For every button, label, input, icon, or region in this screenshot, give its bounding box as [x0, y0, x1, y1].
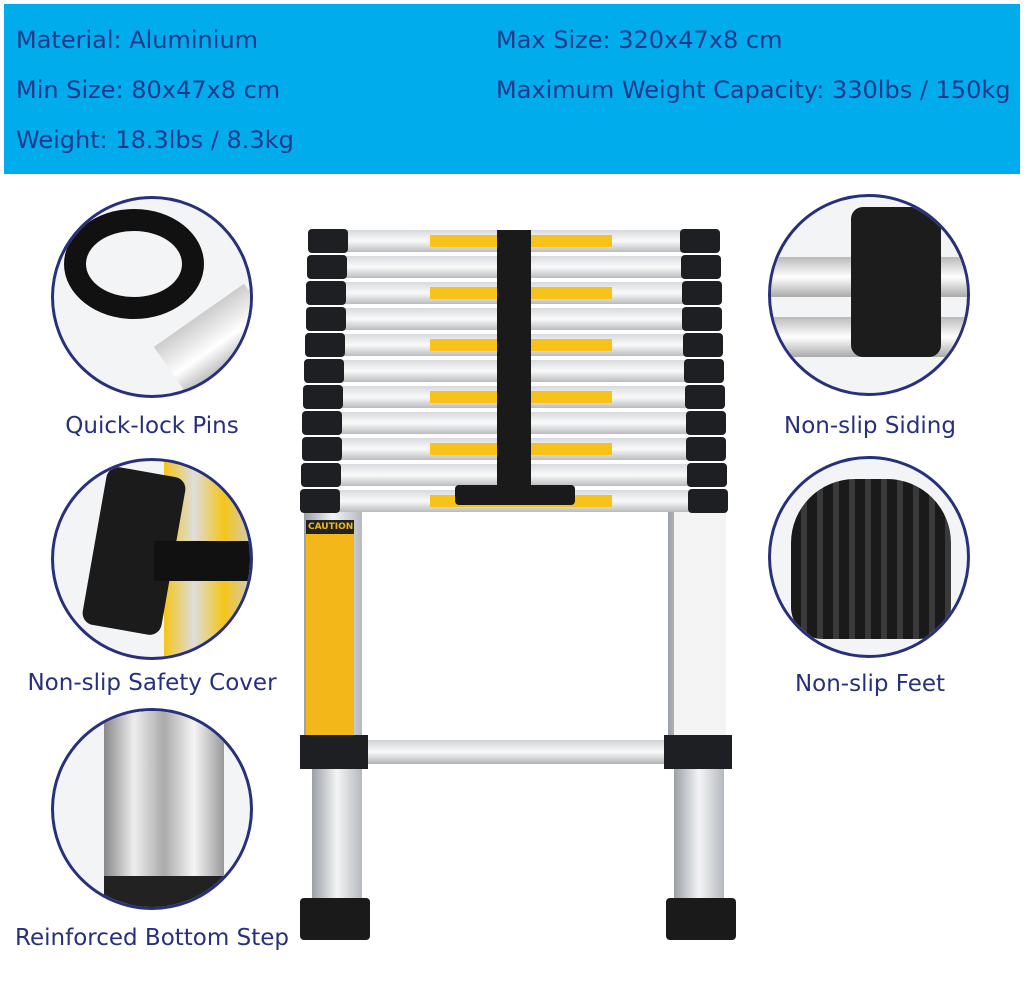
feature-label-bottom-step: Reinforced Bottom Step: [15, 925, 289, 951]
feature-label-siding: Non-slip Siding: [784, 413, 956, 439]
strap: [497, 230, 531, 502]
bottom-step-image: [51, 708, 253, 910]
rung-end-cap: [300, 489, 340, 513]
caution-sticker: CAUTION: [306, 520, 354, 735]
rung-end-cap: [303, 385, 344, 409]
quick-lock-pin-image: [51, 196, 253, 398]
rung-end-cap: [680, 255, 721, 279]
rung-end-cap: [684, 385, 725, 409]
siding-image: [768, 194, 970, 396]
rung-end-cap: [688, 489, 728, 513]
specs-banner: Material: Aluminium Min Size: 80x47x8 cm…: [4, 4, 1020, 174]
rung-end-cap: [301, 437, 342, 461]
rung-end-cap: [683, 333, 724, 357]
feet-image: [768, 456, 970, 658]
strap-handle: [455, 485, 575, 505]
feature-label-feet: Non-slip Feet: [794, 671, 946, 697]
spec-min-size: Min Size: 80x47x8 cm: [16, 76, 281, 104]
safety-cover-image: [51, 458, 253, 660]
rung-end-cap: [300, 463, 341, 487]
spec-capacity: Maximum Weight Capacity: 330lbs / 150kg: [496, 76, 1011, 104]
spec-weight: Weight: 18.3lbs / 8.3kg: [16, 126, 294, 154]
rung-end-cap: [304, 359, 344, 383]
rung-end-cap: [681, 281, 722, 305]
rung-end-cap: [682, 307, 723, 331]
rung-end-cap: [680, 229, 720, 253]
rung-end-cap: [307, 255, 348, 279]
spec-material: Material: Aluminium: [16, 26, 259, 54]
rung-end-cap: [686, 437, 727, 461]
rung-end-cap: [304, 333, 345, 357]
rung-end-cap: [687, 463, 728, 487]
caution-text: CAUTION: [306, 520, 354, 534]
rung-end-cap: [684, 359, 724, 383]
rung-end-cap: [302, 411, 343, 435]
feature-label-quick-lock-pins: Quick-lock Pins: [65, 413, 239, 439]
rung-end-cap: [308, 229, 348, 253]
rung-end-cap: [685, 411, 726, 435]
spec-max-size: Max Size: 320x47x8 cm: [496, 26, 783, 54]
rung-end-cap: [306, 281, 347, 305]
feature-label-safety-cover: Non-slip Safety Cover: [27, 670, 277, 696]
rung-end-cap: [305, 307, 346, 331]
